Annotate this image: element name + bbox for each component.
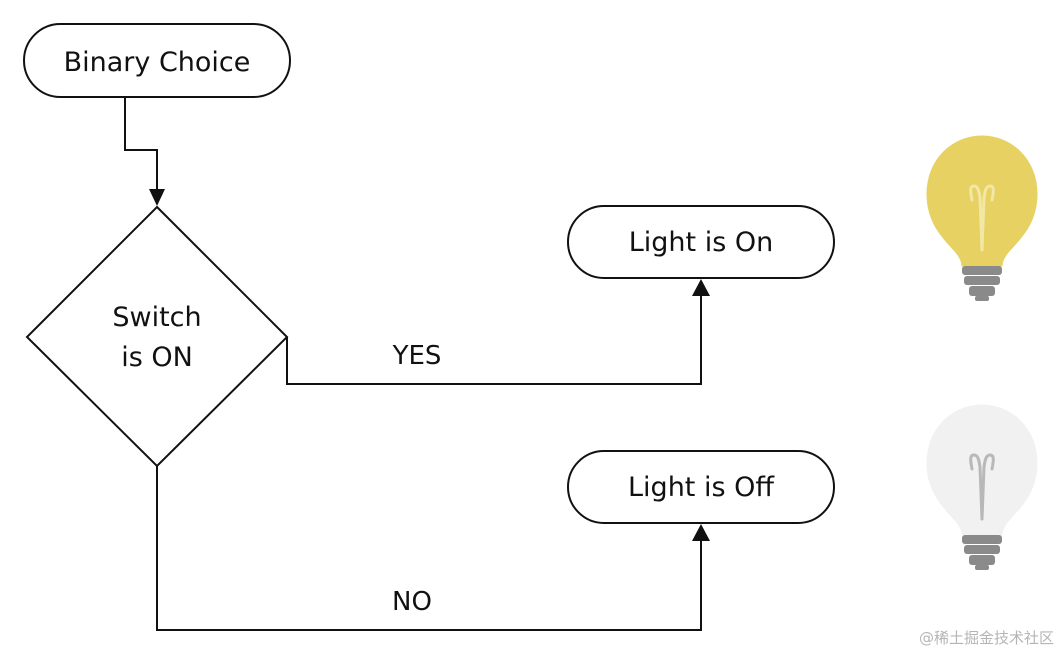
connector-start-to-decision	[124, 98, 165, 206]
light-off-node: Light is Off	[567, 450, 835, 524]
decision-label-line-1: Switch	[112, 302, 201, 333]
yes-label: YES	[392, 341, 442, 371]
no-label: NO	[392, 587, 432, 617]
light-on-label: Light is On	[629, 227, 773, 258]
start-node: Binary Choice	[23, 23, 291, 98]
start-node-label: Binary Choice	[64, 47, 251, 78]
decision-node: Switch is ON	[25, 205, 289, 468]
light-on-node: Light is On	[567, 205, 835, 279]
light-off-label: Light is Off	[628, 472, 775, 503]
lightbulb-on-icon	[926, 135, 1038, 301]
connector-yes	[286, 279, 710, 385]
connector-no	[156, 466, 710, 631]
decision-label-line-2: is ON	[121, 342, 193, 373]
lightbulb-off-icon	[926, 404, 1038, 570]
watermark: @稀土掘金技术社区	[918, 629, 1054, 647]
